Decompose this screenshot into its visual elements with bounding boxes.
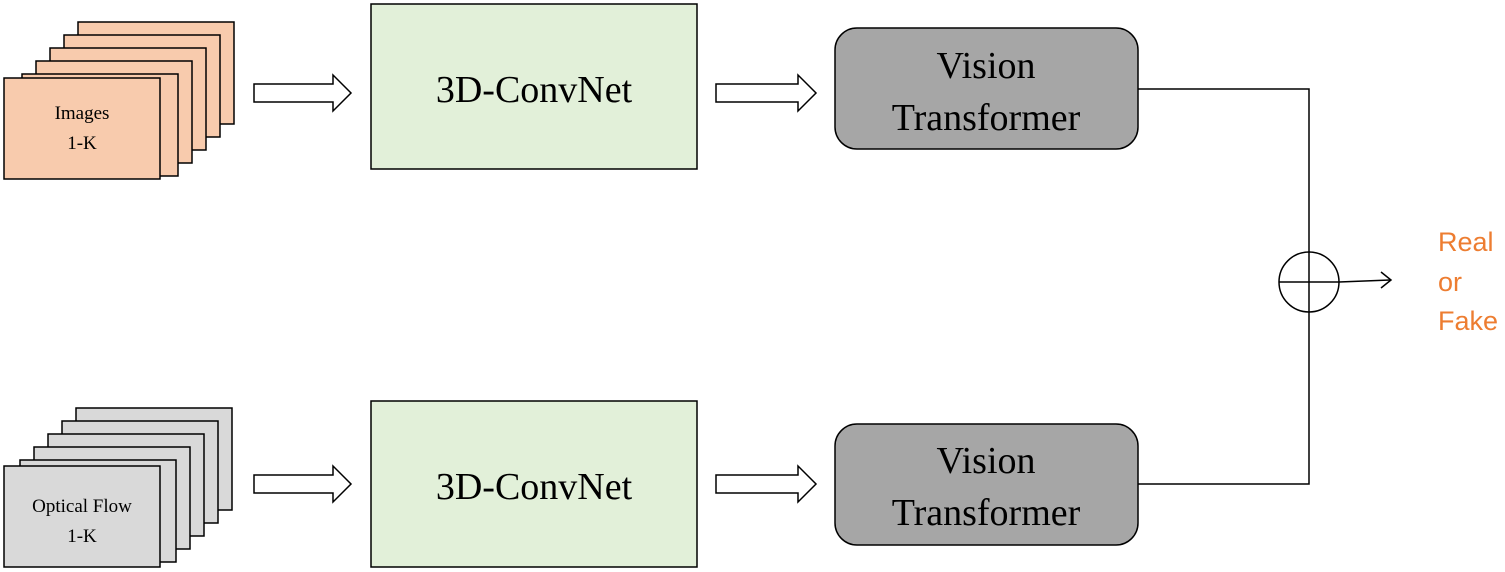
arrow-convnet-to-transformer-bottom <box>715 464 818 504</box>
transformer-top: Vision Transformer <box>834 27 1139 150</box>
convnet-bottom-box <box>370 400 698 568</box>
flow-label-line2: 1-K <box>67 526 97 547</box>
convnet-top-label: 3D-ConvNet <box>436 69 633 111</box>
transformer-bottom: Vision Transformer <box>834 423 1139 546</box>
transformer-bottom-line2: Transformer <box>892 492 1081 534</box>
connector-bottom-to-fusion <box>1138 312 1310 485</box>
flow-label-line1: Optical Flow <box>32 496 132 517</box>
images-stack: Images 1-K <box>3 21 235 180</box>
images-label-line1: Images <box>55 103 110 124</box>
convnet-bottom-label: 3D-ConvNet <box>436 466 633 508</box>
flow-frame-front <box>3 465 161 568</box>
images-frame-front <box>3 77 161 180</box>
output-label-fake: Fake <box>1438 306 1498 336</box>
circle-plus-icon <box>1278 251 1340 313</box>
transformer-top-line1: Vision <box>936 45 1035 87</box>
convnet-top: 3D-ConvNet <box>370 3 698 170</box>
output-label-real: Real <box>1438 227 1494 257</box>
arrow-flow-to-convnet <box>253 464 353 504</box>
convnet-top-box <box>370 3 698 170</box>
images-label-line2: 1-K <box>67 133 97 154</box>
arrow-images-to-convnet <box>253 73 353 113</box>
arrow-convnet-to-transformer-top <box>715 73 818 113</box>
output-arrow <box>1338 271 1393 289</box>
transformer-top-line2: Transformer <box>892 97 1081 139</box>
transformer-bottom-line1: Vision <box>936 440 1035 482</box>
convnet-bottom: 3D-ConvNet <box>370 400 698 568</box>
output-label-or: or <box>1438 267 1462 297</box>
optical-flow-stack: Optical Flow 1-K <box>3 407 233 568</box>
connector-top-to-fusion <box>1138 88 1310 252</box>
